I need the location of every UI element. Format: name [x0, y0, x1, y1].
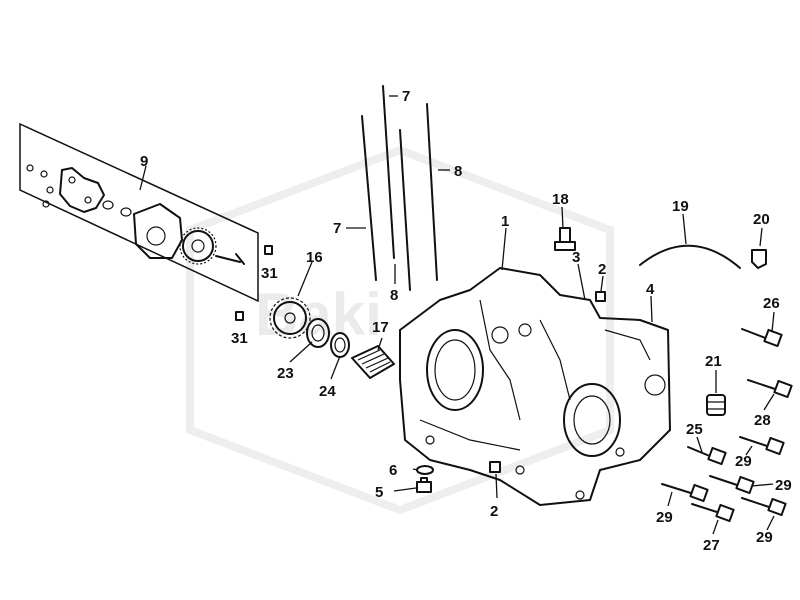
bolt-29-upper-right: [739, 436, 785, 456]
callout-28: 28: [754, 412, 771, 429]
bolt-25: [687, 446, 727, 466]
callout-18: 18: [552, 191, 569, 208]
callout-8-lower: 8: [390, 287, 398, 304]
callout-29-left: 29: [656, 509, 673, 526]
callout-labels: 9 7 7 8 8 18 1 3 2 2 19 20 4 26 31 31 16…: [140, 88, 792, 554]
callout-25: 25: [686, 421, 703, 438]
callout-24: 24: [319, 383, 336, 400]
callout-1: 1: [501, 213, 509, 230]
callout-29-bottom-right: 29: [756, 529, 773, 546]
callout-31-upper: 31: [261, 265, 278, 282]
oil-pump-kit: [19, 122, 259, 303]
watermark: Baki: [186, 145, 614, 515]
bushing: [706, 394, 726, 416]
callout-20: 20: [753, 211, 770, 228]
callout-27: 27: [703, 537, 720, 554]
bolt-27: [691, 503, 735, 523]
dowel-pin-upper: [595, 291, 606, 302]
callout-7-left: 7: [333, 220, 341, 237]
callout-2-upper: 2: [598, 261, 606, 278]
washer: [416, 465, 434, 475]
callout-9: 9: [140, 153, 148, 170]
bolt-29-mid: [709, 475, 755, 495]
bolt-28: [747, 379, 793, 399]
drain-bolt: [416, 477, 432, 493]
callout-17: 17: [372, 319, 389, 336]
small-screw-upper: [264, 245, 273, 255]
callout-5: 5: [375, 484, 383, 501]
callout-3: 3: [572, 249, 580, 266]
sprocket: [269, 297, 311, 339]
dowel-pin-lower: [489, 461, 501, 473]
oil-plug: [554, 227, 576, 251]
leader-lines: [139, 95, 775, 535]
callout-23: 23: [277, 365, 294, 382]
long-stud-bolts: [361, 85, 438, 291]
callout-4: 4: [646, 281, 655, 298]
callout-2-lower: 2: [490, 503, 498, 520]
breather-tube: [639, 244, 741, 269]
bolt-29-lower-right: [741, 497, 787, 517]
crankcase-assembly: [399, 267, 671, 506]
fitting: [751, 249, 767, 269]
callout-19: 19: [672, 198, 689, 215]
callout-16: 16: [306, 249, 323, 266]
bolt-29-left: [661, 483, 709, 503]
callout-26: 26: [763, 295, 780, 312]
callout-29-right-mid: 29: [735, 453, 752, 470]
oil-strainer: [351, 345, 395, 379]
callout-7-top: 7: [402, 88, 410, 105]
callout-8-right: 8: [454, 163, 462, 180]
callout-21: 21: [705, 353, 722, 370]
small-screw-lower: [235, 311, 244, 321]
bolt-26: [741, 328, 783, 348]
oil-seal: [306, 318, 330, 348]
callout-29-edge: 29: [775, 477, 792, 494]
callout-31-lower: 31: [231, 330, 248, 347]
watermark-brand: Baki: [255, 281, 382, 348]
callout-6: 6: [389, 462, 397, 479]
